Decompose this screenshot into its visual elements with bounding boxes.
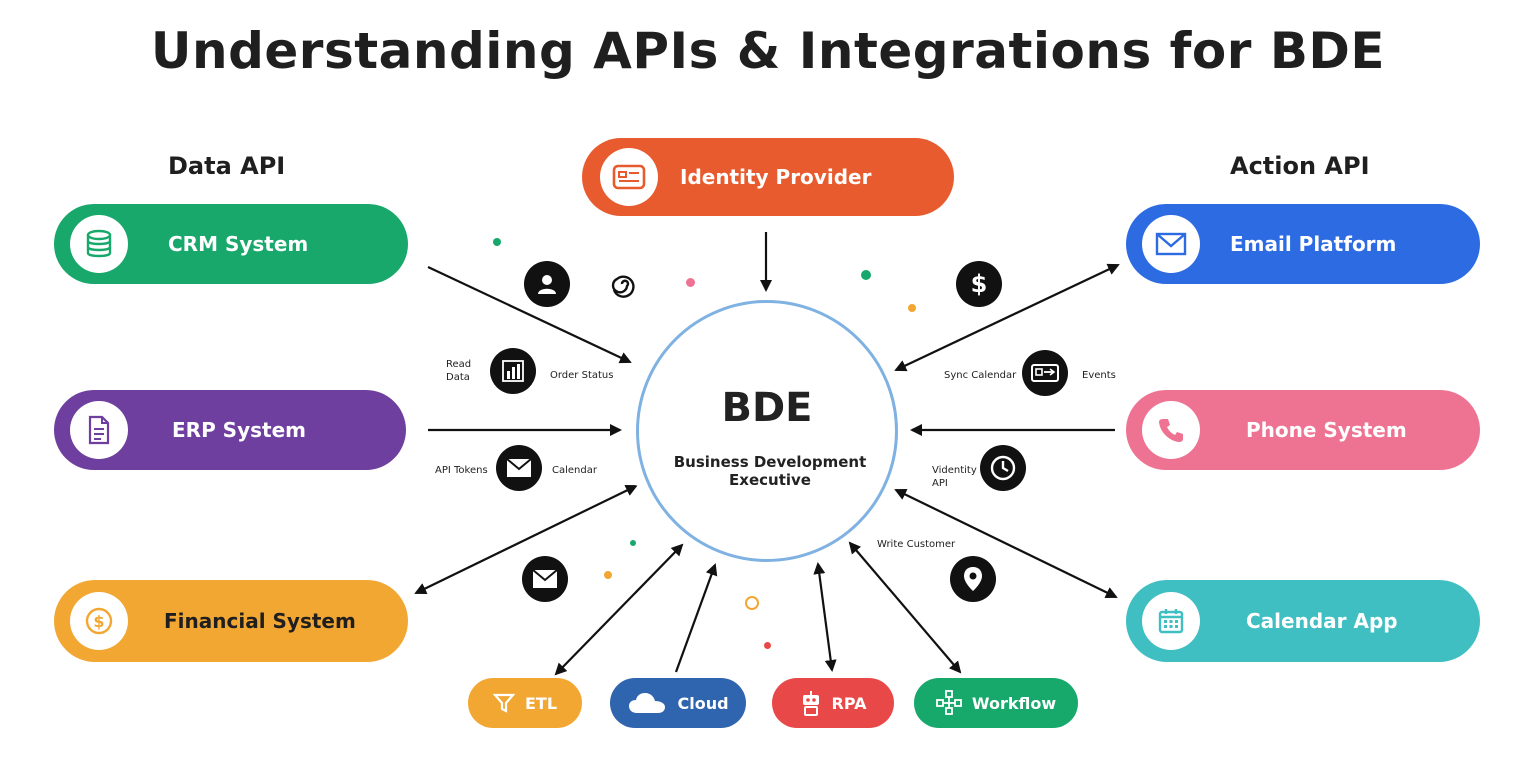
database-icon bbox=[70, 215, 128, 273]
arrow-hub-rpa bbox=[813, 562, 837, 672]
hub-subtitle: Business Development Executive bbox=[673, 453, 867, 489]
arrow-hub-workflow bbox=[848, 541, 962, 674]
section-label-action-api: Action API bbox=[1230, 152, 1370, 180]
bar-chart-icon bbox=[490, 348, 536, 394]
node-label: Phone System bbox=[1246, 418, 1407, 442]
section-label-data-api: Data API bbox=[168, 152, 286, 180]
node-identity-provider[interactable]: Identity Provider bbox=[582, 138, 954, 216]
arrow-hub-etl bbox=[554, 543, 684, 676]
node-etl[interactable]: ETL bbox=[468, 678, 582, 728]
annotation-write-customer: Write Customer bbox=[877, 539, 956, 550]
clock-icon bbox=[980, 445, 1026, 491]
node-label: Financial System bbox=[164, 609, 356, 633]
annotation-order-status: Order Status bbox=[550, 370, 614, 381]
decorative-dot bbox=[630, 540, 636, 546]
svg-text:$: $ bbox=[971, 270, 988, 298]
decorative-dot bbox=[908, 304, 916, 312]
workflow-icon bbox=[935, 690, 962, 715]
decorative-dot bbox=[493, 238, 501, 246]
annotation-events: Events bbox=[1082, 370, 1116, 381]
arrow-hub-calendar bbox=[894, 488, 1118, 599]
node-label: RPA bbox=[831, 693, 867, 713]
envelope-icon bbox=[522, 556, 568, 602]
ticket-icon bbox=[1022, 350, 1068, 396]
node-label: Cloud bbox=[677, 693, 729, 713]
node-cloud[interactable]: Cloud bbox=[610, 678, 746, 728]
node-label: ETL bbox=[524, 693, 558, 713]
map-pin-icon bbox=[950, 556, 996, 602]
decorative-dot bbox=[604, 571, 612, 579]
node-label: CRM System bbox=[168, 232, 309, 256]
robot-icon bbox=[802, 691, 819, 716]
node-financial-system[interactable]: $ Financial System bbox=[54, 580, 408, 662]
node-rpa[interactable]: RPA bbox=[772, 678, 894, 728]
user-icon bbox=[524, 261, 570, 307]
arrow-cloud-to-hub bbox=[674, 563, 718, 673]
annotation-sync-calendar: Sync Calendar bbox=[944, 370, 1017, 381]
annotation-read-data: Read Data bbox=[446, 359, 472, 383]
node-workflow[interactable]: Workflow bbox=[914, 678, 1078, 728]
annotation-api-tokens: API Tokens bbox=[435, 465, 488, 476]
annotation-videntity-api: Videntity API bbox=[932, 465, 977, 489]
calendar-icon bbox=[1142, 592, 1200, 650]
decorative-dot bbox=[686, 278, 695, 287]
node-email-platform[interactable]: Email Platform bbox=[1126, 204, 1480, 284]
arrow-hub-financial bbox=[414, 484, 638, 595]
envelope-icon bbox=[1142, 215, 1200, 273]
id-card-icon bbox=[600, 148, 658, 206]
dollar-coin-icon: $ bbox=[70, 592, 128, 650]
hub-title: BDE bbox=[721, 385, 813, 431]
decorative-dot bbox=[764, 642, 771, 649]
node-label: Identity Provider bbox=[680, 165, 872, 189]
swirl-icon bbox=[606, 266, 642, 302]
node-label: Email Platform bbox=[1230, 232, 1397, 256]
funnel-icon bbox=[492, 693, 515, 713]
node-calendar-app[interactable]: Calendar App bbox=[1126, 580, 1480, 662]
decorative-ring bbox=[745, 596, 759, 610]
document-icon bbox=[70, 401, 128, 459]
node-phone-system[interactable]: Phone System bbox=[1126, 390, 1480, 470]
node-label: Workflow bbox=[971, 693, 1057, 713]
node-erp-system[interactable]: ERP System bbox=[54, 390, 406, 470]
decorative-dot bbox=[861, 270, 871, 280]
envelope-icon bbox=[496, 445, 542, 491]
node-label: Calendar App bbox=[1246, 609, 1398, 633]
arrow-hub-email bbox=[894, 263, 1120, 372]
phone-icon bbox=[1142, 401, 1200, 459]
page-title: Understanding APIs & Integrations for BD… bbox=[150, 22, 1386, 80]
dollar-icon: $ bbox=[956, 261, 1002, 307]
annotation-calendar: Calendar bbox=[552, 465, 597, 476]
node-label: ERP System bbox=[172, 418, 306, 442]
svg-text:$: $ bbox=[93, 612, 104, 631]
cloud-icon bbox=[629, 693, 666, 713]
hub-bde[interactable]: BDE Business Development Executive bbox=[636, 300, 898, 562]
node-crm-system[interactable]: CRM System bbox=[54, 204, 408, 284]
arrow-crm-to-hub bbox=[427, 266, 632, 364]
